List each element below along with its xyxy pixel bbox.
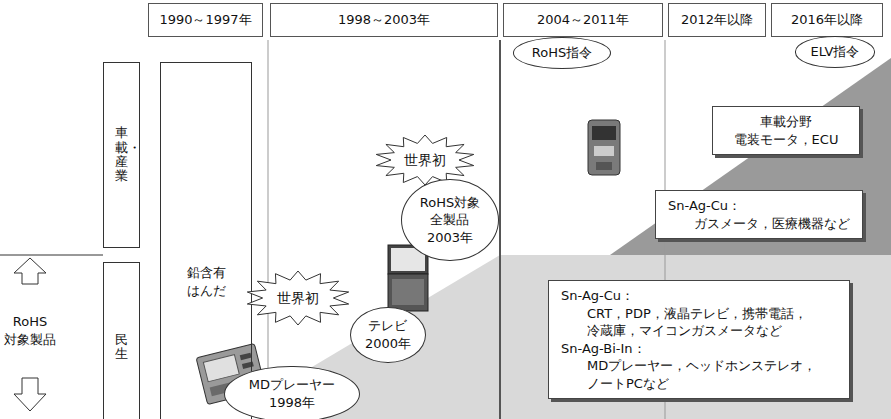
node-text: 民生 bbox=[115, 333, 128, 362]
node-text: Sn-Ag-Cu： bbox=[668, 197, 850, 215]
year-header: 1998～2003年 bbox=[270, 3, 498, 37]
row-label: 民生 bbox=[103, 262, 140, 419]
node-text: RoHS指令 bbox=[532, 44, 592, 62]
node-text: 世界初 bbox=[277, 289, 319, 308]
year-header: 2012年以降 bbox=[668, 3, 766, 37]
tv-icon bbox=[388, 245, 428, 311]
node-text: 2012年以降 bbox=[681, 11, 753, 29]
column-divider bbox=[499, 40, 501, 419]
milestone-oval: テレビ 2000年 bbox=[350, 307, 427, 364]
node-text: 2016年以降 bbox=[791, 11, 863, 29]
burst-shape bbox=[376, 135, 474, 185]
down-arrow bbox=[14, 378, 46, 411]
row-label: 車載・産業 bbox=[103, 62, 140, 248]
application-box: Sn-Ag-Cu：CRT，PDP，液晶テレビ，携帯電話， 冷蔵庫，マイコンガスメ… bbox=[548, 280, 850, 399]
node-text: MDプレーヤー，ヘッドホンステレオ， ノートPCなど bbox=[561, 357, 837, 392]
md-button bbox=[242, 361, 254, 369]
axis-label: RoHS 対象製品 bbox=[4, 313, 56, 348]
node-text: 車載・産業 bbox=[115, 126, 128, 183]
tv-cabinet bbox=[388, 274, 428, 311]
year-header: 2004～2011年 bbox=[503, 3, 663, 37]
node-text: CRT，PDP，液晶テレビ，携帯電話， 冷蔵庫，マイコンガスメータなど bbox=[561, 305, 837, 340]
milestone-oval: RoHS対象 全製品 2003年 bbox=[401, 179, 499, 261]
node-text: Sn-Ag-Cu： bbox=[561, 287, 837, 305]
adoption-area bbox=[270, 255, 891, 419]
directive-oval: ELV指令 bbox=[795, 36, 876, 67]
burst-shape bbox=[247, 271, 348, 325]
milestone-oval: MDプレーヤー 1998年 bbox=[224, 366, 359, 419]
world-first-burst: 世界初 bbox=[246, 271, 350, 325]
node-text: 世界初 bbox=[404, 151, 446, 170]
application-box: Sn-Ag-Cu：ガスメータ，医療機器など bbox=[655, 190, 863, 239]
node-text: ガスメータ，医療機器など bbox=[668, 215, 850, 233]
tv-panel bbox=[392, 279, 424, 305]
year-header: 1990～1997年 bbox=[148, 3, 263, 37]
node-text: 鉛含有 はんだ bbox=[187, 264, 226, 299]
meter-body bbox=[588, 120, 620, 175]
node-text: Sn-Ag-Bi-In： bbox=[561, 340, 837, 358]
gas-meter-icon bbox=[588, 120, 620, 175]
year-header: 2016年以降 bbox=[771, 3, 883, 37]
node-text: 1990～1997年 bbox=[159, 11, 251, 29]
up-arrow bbox=[14, 258, 46, 284]
node-text: MDプレーヤー 1998年 bbox=[249, 376, 335, 411]
solder-band: 鉛含有 はんだ bbox=[160, 62, 252, 419]
meter-panel bbox=[596, 162, 612, 170]
node-text: テレビ 2000年 bbox=[365, 317, 411, 352]
node-text: RoHS対象 全製品 2003年 bbox=[420, 194, 480, 247]
application-box: 車載分野 電装モータ，ECU bbox=[712, 106, 860, 155]
node-text: 1998～2003年 bbox=[338, 11, 430, 29]
row-divider bbox=[0, 255, 103, 256]
node-text: 2004～2011年 bbox=[537, 11, 629, 29]
column-divider bbox=[268, 40, 269, 419]
node-text: ELV指令 bbox=[811, 43, 860, 61]
world-first-burst: 世界初 bbox=[375, 135, 475, 185]
automotive-area bbox=[610, 58, 891, 255]
md-button bbox=[240, 353, 252, 361]
meter-window bbox=[592, 126, 616, 140]
meter-display bbox=[594, 146, 614, 156]
node-text: 車載分野 電装モータ，ECU bbox=[725, 113, 847, 148]
directive-oval: RoHS指令 bbox=[513, 37, 611, 68]
